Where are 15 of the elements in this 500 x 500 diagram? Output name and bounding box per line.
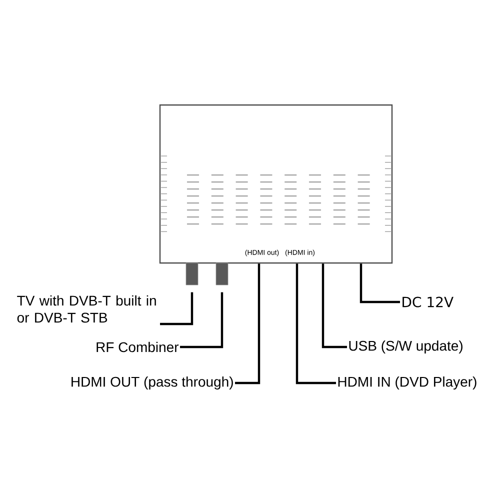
callout-label: DC 12V <box>402 296 454 308</box>
leader-line <box>360 264 400 304</box>
callout-label: TV with DVB-T built in or DVB-T STB <box>17 295 156 323</box>
callout-label: HDMI OUT (pass through) <box>72 376 233 390</box>
leader-line <box>235 264 260 384</box>
device-box <box>159 104 393 264</box>
connector-port <box>216 262 228 286</box>
connector-port <box>186 262 198 286</box>
leader-line <box>160 292 194 326</box>
callout-label: RF Combiner <box>96 342 179 352</box>
callout-label: USB (S/W update) <box>349 340 462 354</box>
leader-line <box>180 292 224 348</box>
callout-label: HDMI IN (DVD Player) <box>338 376 476 390</box>
leader-line <box>296 264 336 384</box>
leader-line <box>322 264 347 348</box>
